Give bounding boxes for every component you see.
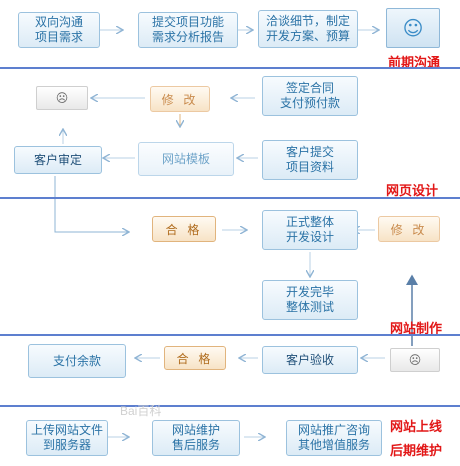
pass-badge-acceptance: 合 格 [164,346,226,370]
sad-face-icon-top: ☹ [36,86,88,110]
step-two-way-comm: 双向沟通 项目需求 [18,12,100,48]
modify-badge-top: 修 改 [150,86,210,112]
step-promotion: 网站推广咨询 其他增值服务 [286,420,382,456]
step-client-review: 客户审定 [14,146,102,174]
watermark: Bai百科 [120,404,162,418]
phase-label-launch: 网站上线 [390,420,443,435]
step-submit-analysis: 提交项目功能 需求分析报告 [138,12,238,48]
pass-badge-design: 合 格 [152,216,216,242]
step-sign-contract: 签定合同 支付预付款 [262,76,358,116]
step-pay-balance: 支付余款 [28,344,126,378]
step-maintenance: 网站维护 售后服务 [152,420,240,456]
happy-face-icon: ☺ [386,8,440,48]
step-negotiate: 洽谈细节，制定 开发方案、预算 [258,10,358,48]
step-dev-complete: 开发完毕 整体测试 [262,280,358,320]
step-upload: 上传网站文件 到服务器 [26,420,108,456]
separator-3 [0,334,460,336]
sad-face-icon-bottom: ☹ [390,348,440,372]
modify-badge-right: 修 改 [378,216,440,242]
step-site-template: 网站模板 [138,142,234,176]
step-client-submit: 客户提交 项目资料 [262,140,358,180]
separator-1 [0,67,460,69]
arrow-10 [54,176,128,232]
phase-label-page-design: 网页设计 [386,184,439,199]
step-formal-design: 正式整体 开发设计 [262,210,358,250]
step-client-acceptance: 客户验收 [262,346,358,374]
separator-2 [0,197,460,199]
phase-label-late-maint: 后期维护 [390,444,443,459]
separator-4 [0,405,460,407]
phase-label-site-build: 网站制作 [390,322,443,337]
